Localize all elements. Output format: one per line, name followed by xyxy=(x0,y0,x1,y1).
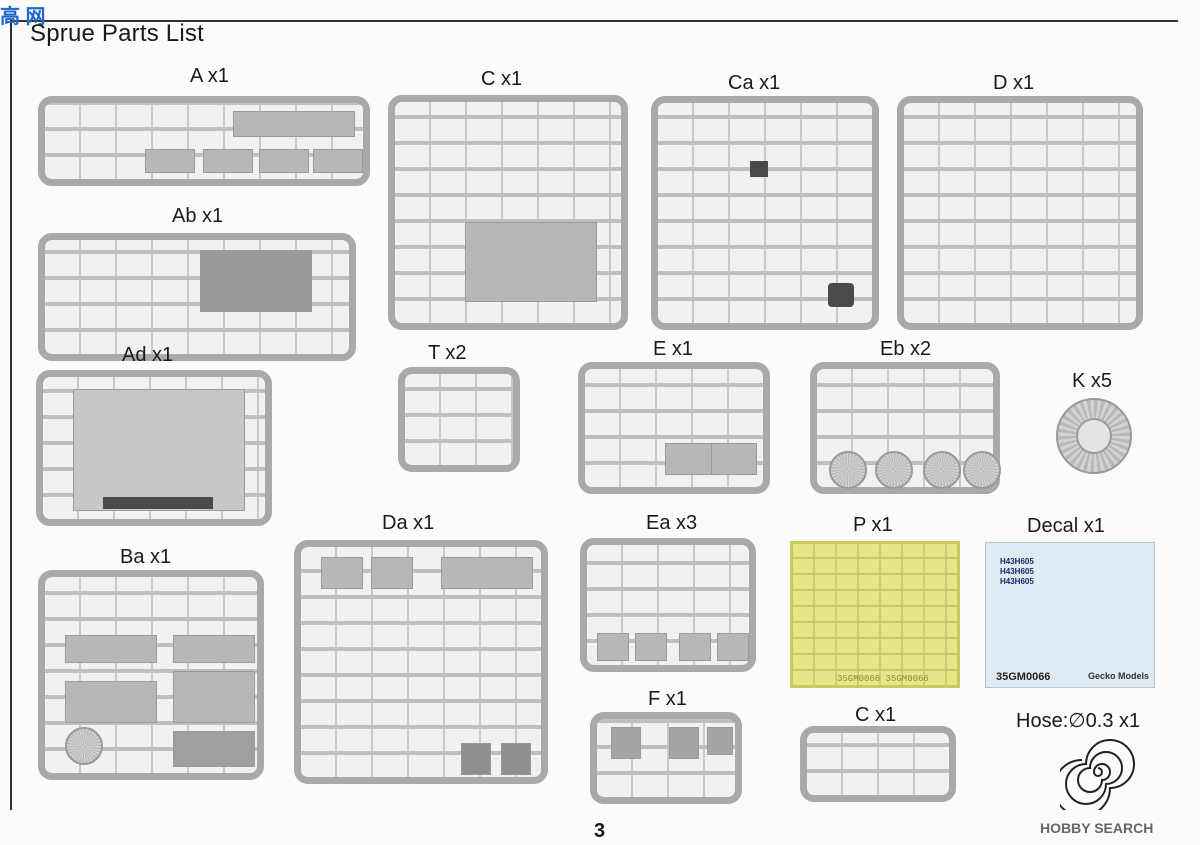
sprue-eb xyxy=(810,362,1001,494)
watermark-bottom-right: HOBBY SEARCH xyxy=(1040,820,1154,836)
sprue-c xyxy=(388,95,628,330)
sprue-ab xyxy=(38,233,356,361)
sprue-t xyxy=(398,367,520,472)
photo-etch-p: 35GM0066 35GM0066 xyxy=(790,541,960,688)
sprue-a xyxy=(38,96,370,186)
watermark-top-left: 高 网 xyxy=(0,6,46,28)
decal-line-2: H43H605 xyxy=(1000,567,1034,576)
sprue-label-da: Da x1 xyxy=(382,512,435,534)
sprue-label-d: D x1 xyxy=(993,72,1035,94)
decal-brand: Gecko Models xyxy=(1088,671,1150,681)
sprue-label-a: A x1 xyxy=(190,65,229,87)
decal-line-1: H43H605 xyxy=(1000,557,1034,566)
sprue-label-k: K x5 xyxy=(1072,370,1113,392)
sprue-d xyxy=(897,96,1143,330)
sprue-label-ea: Ea x3 xyxy=(646,512,698,534)
sprue-label-decal: Decal x1 xyxy=(1027,515,1105,537)
sprue-label-c-2: C x1 xyxy=(855,704,897,726)
sprue-label-e: E x1 xyxy=(653,338,694,360)
wheel-k xyxy=(1056,398,1132,474)
page-number: 3 xyxy=(594,820,606,842)
sprue-label-f: F x1 xyxy=(648,688,687,710)
sprue-label-ca: Ca x1 xyxy=(728,72,781,94)
sprue-ea xyxy=(580,538,756,672)
sprue-label-t: T x2 xyxy=(428,342,467,364)
sprue-ca xyxy=(651,96,879,330)
hose-spiral-icon xyxy=(1060,739,1135,810)
sprue-e xyxy=(578,362,770,494)
sprue-c-2 xyxy=(800,726,956,802)
decal-sheet: H43H605 H43H605 H43H605 35GM0066 Gecko M… xyxy=(985,542,1155,688)
sprue-ba xyxy=(38,570,264,780)
photo-etch-code: 35GM0066 35GM0066 xyxy=(837,674,929,684)
hose-label: Hose:∅0.3 x1 xyxy=(1016,710,1141,732)
sprue-label-eb: Eb x2 xyxy=(880,338,932,360)
sprue-label-ab: Ab x1 xyxy=(172,205,224,227)
sprue-label-ba: Ba x1 xyxy=(120,546,172,568)
sprue-da xyxy=(294,540,548,784)
sprue-label-ad: Ad x1 xyxy=(122,344,174,366)
sprue-label-p: P x1 xyxy=(853,514,893,536)
decal-line-3: H43H605 xyxy=(1000,577,1034,586)
page-title: Sprue Parts List xyxy=(30,20,204,47)
page-frame xyxy=(10,20,1178,810)
sprue-label-c: C x1 xyxy=(481,68,523,90)
sprue-f xyxy=(590,712,742,804)
sprue-ad xyxy=(36,370,272,526)
decal-code: 35GM0066 xyxy=(996,671,1051,683)
